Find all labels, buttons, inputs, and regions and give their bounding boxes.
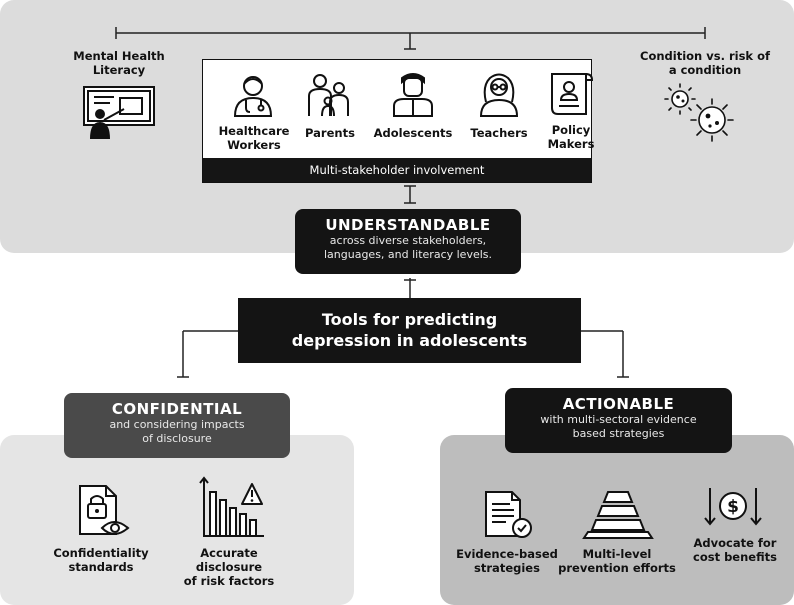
actionable-subtitle: with multi-sectoral evidence based strat… (540, 413, 697, 440)
stakeholder-box: Multi-stakeholder involvement (202, 59, 592, 183)
mental-health-literacy-label: Mental Health Literacy (73, 49, 165, 77)
stakeholder-label-healthcare: Healthcare Workers (218, 124, 290, 152)
multi-level-label: Multi-level prevention efforts (558, 547, 676, 575)
stakeholder-label-teachers: Teachers (470, 126, 528, 140)
pyramid-icon (582, 491, 654, 539)
adolescent-icon (393, 73, 433, 117)
presentation-board-icon (83, 86, 155, 139)
stakeholder-label-policy: Policy Makers (547, 123, 595, 151)
confidential-subtitle: and considering impacts of disclosure (109, 418, 245, 445)
locked-document-eye-icon (79, 485, 130, 535)
svg-text:$: $ (727, 497, 739, 517)
condition-vs-risk-label: Condition vs. risk of a condition (640, 49, 770, 77)
teacher-icon (479, 73, 519, 117)
policy-maker-icon (551, 73, 594, 115)
parents-icon (308, 74, 349, 117)
verified-document-icon (485, 491, 532, 538)
dollar-arrows-icon: $ (704, 488, 762, 526)
virus-icon (664, 83, 734, 142)
understandable-title: UNDERSTANDABLE (325, 216, 491, 234)
healthcare-worker-icon (233, 76, 273, 117)
confidential-box: CONFIDENTIAL and considering impacts of … (64, 393, 290, 458)
confidential-panel (0, 435, 354, 605)
accurate-disclosure-label: Accurate disclosure of risk factors (183, 546, 275, 588)
understandable-box: UNDERSTANDABLE across diverse stakeholde… (295, 209, 521, 274)
stakeholder-label-parents: Parents (305, 126, 355, 140)
confidential-title: CONFIDENTIAL (111, 400, 243, 418)
evidence-based-label: Evidence-based strategies (456, 547, 558, 575)
understandable-subtitle: across diverse stakeholders, languages, … (323, 234, 493, 261)
cost-benefits-label: Advocate for cost benefits (693, 536, 777, 564)
actionable-box: ACTIONABLE with multi-sectoral evidence … (505, 388, 732, 453)
center-tools-box: Tools for predicting depression in adole… (238, 298, 581, 363)
actionable-title: ACTIONABLE (562, 395, 675, 413)
center-title: Tools for predicting depression in adole… (291, 310, 528, 350)
stakeholder-label-adolescents: Adolescents (373, 126, 453, 140)
bar-chart-warning-icon (199, 476, 264, 537)
confidentiality-standards-label: Confidentiality standards (53, 546, 149, 574)
multi-stakeholder-bar: Multi-stakeholder involvement (203, 158, 591, 182)
